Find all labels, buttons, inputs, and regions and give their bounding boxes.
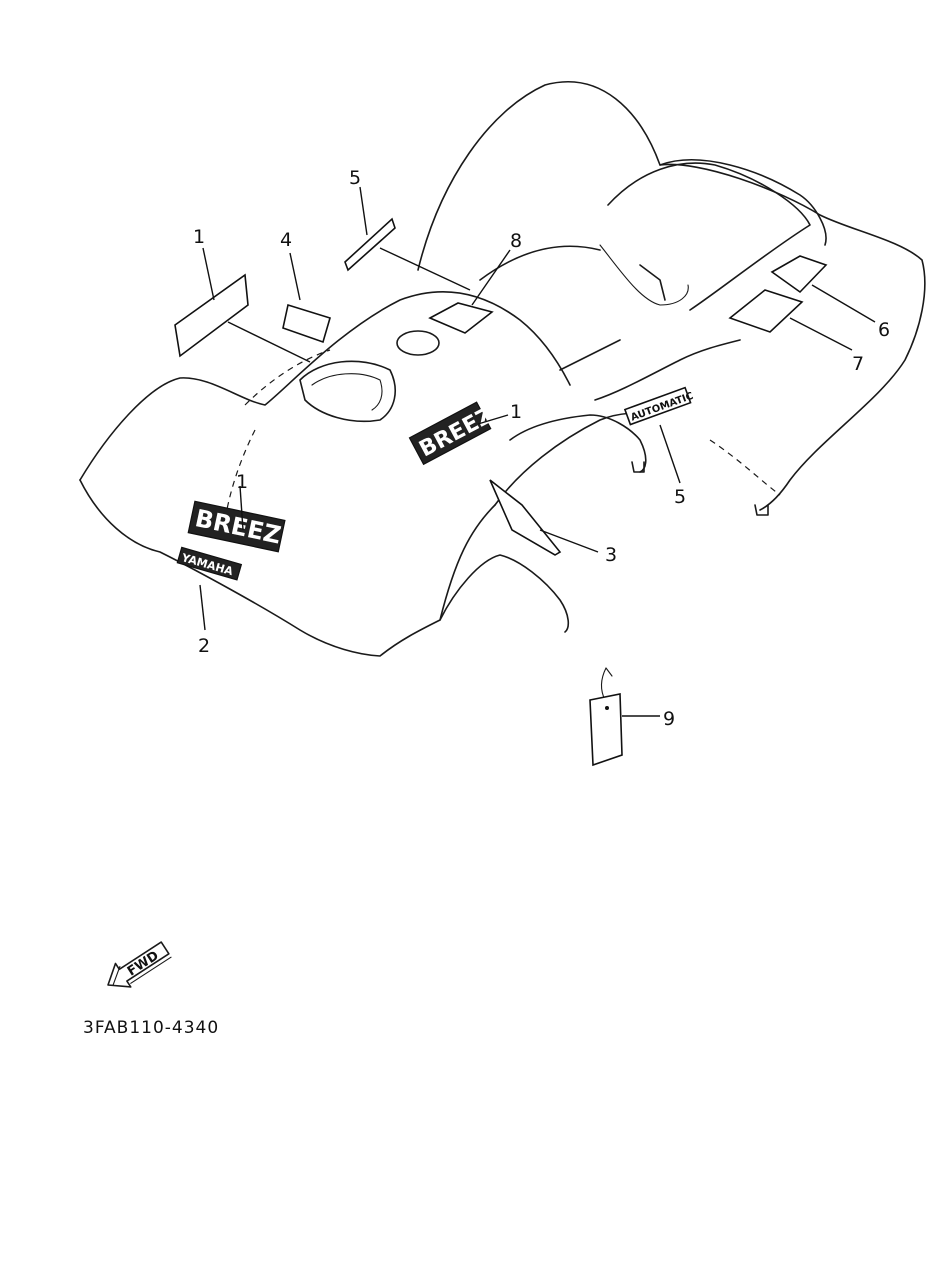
decal-1-breeze-side: BREEZE — [408, 396, 511, 466]
decal-2-yamaha: YAMAHA — [176, 546, 243, 581]
fwd-arrow-icon: FWD — [107, 941, 172, 988]
callout-5-top: 5 — [349, 167, 361, 189]
part-code: 3FAB110-4340 — [83, 1018, 219, 1038]
breeze-front-text: BREEZE — [193, 504, 300, 553]
callout-4: 4 — [280, 229, 292, 251]
callout-labels: 1 4 5 8 1 6 7 5 1 3 2 9 — [193, 167, 890, 730]
decal-7 — [728, 289, 804, 333]
hang-tag-9 — [589, 667, 623, 767]
callout-1-top-left: 1 — [193, 226, 205, 248]
callout-8: 8 — [510, 230, 522, 252]
decal-1-breeze-front: BREEZE — [187, 500, 300, 553]
decal-3 — [489, 479, 562, 556]
callout-1-side: 1 — [510, 401, 522, 423]
rear-fender-outline — [79, 81, 926, 657]
callout-5-automatic: 5 — [674, 486, 686, 508]
decal-6 — [770, 255, 828, 294]
callout-7: 7 — [852, 353, 864, 375]
decal-4 — [282, 303, 331, 344]
callout-3: 3 — [605, 544, 617, 566]
callout-9: 9 — [663, 708, 675, 730]
decal-5-strip — [344, 217, 396, 272]
callout-2: 2 — [198, 635, 210, 657]
leader-lines — [199, 186, 876, 717]
callout-6: 6 — [878, 319, 890, 341]
callout-1-front: 1 — [236, 471, 248, 493]
decal-8 — [428, 302, 494, 334]
decal-1-strip — [174, 273, 249, 358]
decal-5-automatic: AUTOMATIC — [623, 386, 695, 426]
